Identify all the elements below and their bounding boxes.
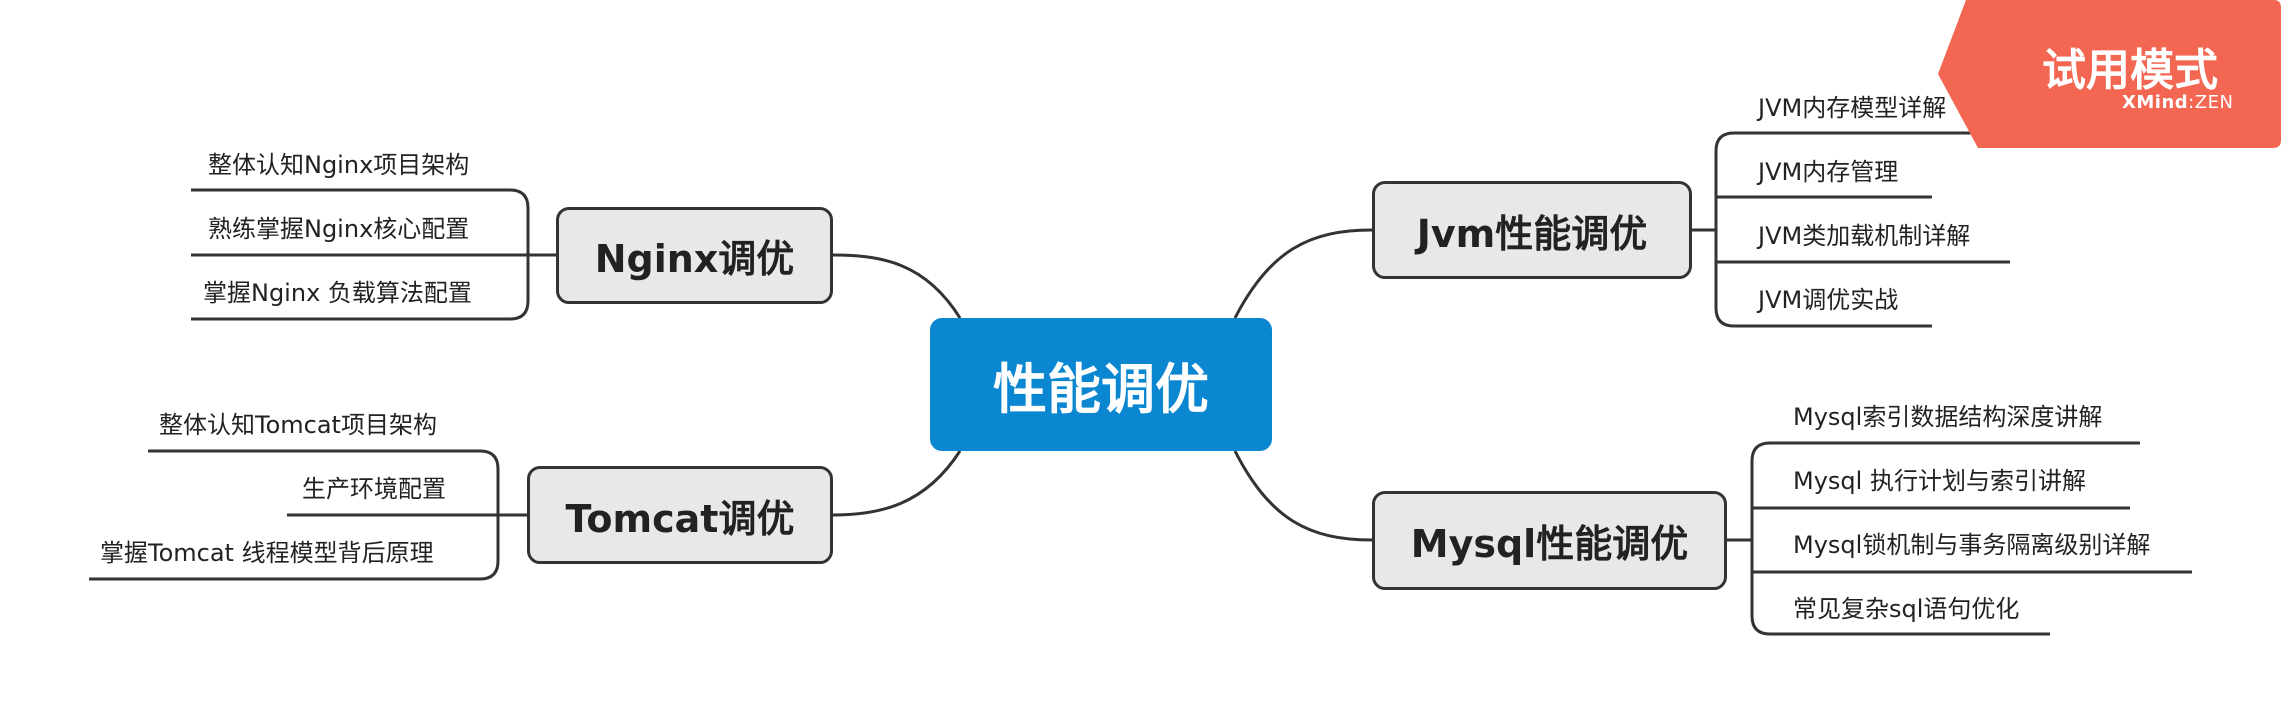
subtopic-tomcat-1[interactable]: 整体认知Tomcat项目架构 <box>159 411 437 439</box>
subtopic-jvm-3[interactable]: JVM类加载机制详解 <box>1758 222 1971 250</box>
subtopic-tomcat-3[interactable]: 掌握Tomcat 线程模型背后原理 <box>100 539 434 567</box>
subtopic-nginx-2[interactable]: 熟练掌握Nginx核心配置 <box>208 215 470 243</box>
subtopic-tomcat-2[interactable]: 生产环境配置 <box>302 475 446 503</box>
subtopic-nginx-1[interactable]: 整体认知Nginx项目架构 <box>208 151 470 179</box>
connector-root-jvm <box>1233 228 1373 319</box>
subtopic-mysql-4[interactable]: 常见复杂sql语句优化 <box>1793 595 2020 623</box>
subtopic-jvm-4[interactable]: JVM调优实战 <box>1758 286 1899 314</box>
connector-root-mysql <box>1233 450 1373 542</box>
connector-nginx-children <box>191 188 556 321</box>
connector-root-tomcat <box>832 450 962 517</box>
root-topic[interactable]: 性能调优 <box>930 318 1272 451</box>
connector-root-nginx <box>832 253 962 319</box>
subtopic-jvm-2[interactable]: JVM内存管理 <box>1758 158 1899 186</box>
subtopic-mysql-2[interactable]: Mysql 执行计划与索引讲解 <box>1793 467 2086 495</box>
topic-jvm[interactable]: Jvm性能调优 <box>1372 181 1692 279</box>
subtopic-mysql-3[interactable]: Mysql锁机制与事务隔离级别详解 <box>1793 531 2151 559</box>
subtopic-nginx-3[interactable]: 掌握Nginx 负载算法配置 <box>203 279 472 307</box>
topic-nginx[interactable]: Nginx调优 <box>556 207 833 304</box>
subtopic-jvm-1[interactable]: JVM内存模型详解 <box>1758 94 1947 122</box>
connector-tomcat-children <box>89 449 527 581</box>
topic-tomcat[interactable]: Tomcat调优 <box>527 466 833 564</box>
subtopic-mysql-1[interactable]: Mysql索引数据结构深度讲解 <box>1793 403 2103 431</box>
topic-mysql[interactable]: Mysql性能调优 <box>1372 491 1727 590</box>
connector-mysql-children <box>1727 441 2192 636</box>
